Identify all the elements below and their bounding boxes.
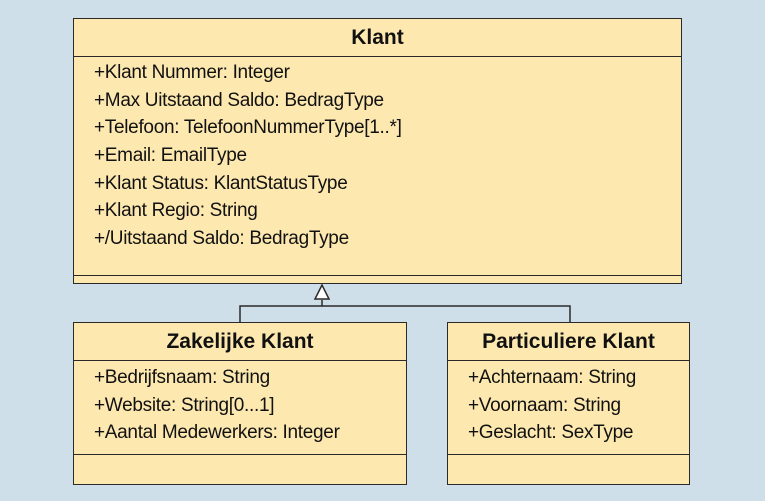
attribute: +Bedrijfsnaam: String xyxy=(94,367,270,388)
attribute: +Klant Regio: String xyxy=(94,200,258,222)
attribute: +Max Uitstaand Saldo: BedragType xyxy=(94,89,384,111)
attribute: +Klant Nummer: Integer xyxy=(94,62,290,83)
class-zakelijke-klant: Zakelijke Klant +Bedrijfsnaam: String +W… xyxy=(73,322,407,485)
attribute: +Telefoon: TelefoonNummerType[1..*] xyxy=(94,117,402,139)
generalization-arrowhead xyxy=(313,283,331,300)
class-name: Zakelijke Klant xyxy=(74,323,406,361)
attribute: +Achternaam: String xyxy=(468,367,637,388)
class-name: Particuliere Klant xyxy=(448,323,689,361)
attribute: +Email: EmailType xyxy=(94,145,247,167)
attribute: +Voornaam: String xyxy=(468,394,621,416)
class-particuliere-klant: Particuliere Klant +Achternaam: String +… xyxy=(447,322,690,485)
attribute: +Geslacht: SexType xyxy=(468,422,634,444)
class-name: Klant xyxy=(74,19,681,57)
attribute: +Aantal Medewerkers: Integer xyxy=(94,422,340,444)
generalization-line-zakelijke-klant xyxy=(239,300,323,322)
attribute: +/Uitstaand Saldo: BedragType xyxy=(94,228,349,250)
attribute-compartment: +Achternaam: String +Voornaam: String +G… xyxy=(448,361,689,455)
attribute-compartment: +Bedrijfsnaam: String +Website: String[0… xyxy=(74,361,406,455)
attribute: +Website: String[0...1] xyxy=(94,394,275,416)
generalization-line-particuliere-klant xyxy=(322,305,571,322)
attribute: +Klant Status: KlantStatusType xyxy=(94,172,348,194)
class-klant: Klant +Klant Nummer: Integer +Max Uitsta… xyxy=(73,18,682,284)
attribute-compartment: +Klant Nummer: Integer +Max Uitstaand Sa… xyxy=(74,57,681,276)
